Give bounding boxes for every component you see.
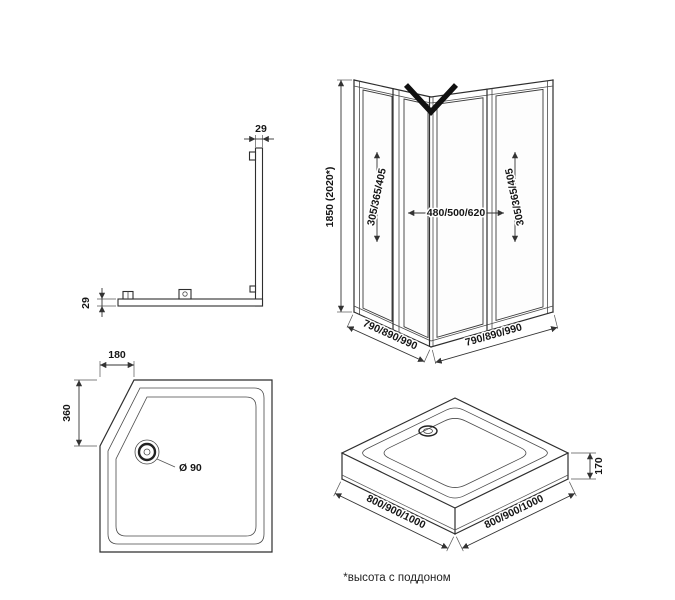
drain-iso-outer <box>418 425 438 437</box>
dim-door-opening: 480/500/620 <box>427 207 486 219</box>
right-sliding-door-glass <box>436 97 484 338</box>
tray-apron-line <box>341 474 456 531</box>
footnote-height-with-tray: *высота с поддоном <box>343 572 450 584</box>
dimension-line <box>461 492 576 549</box>
tray-apron-line <box>454 474 569 531</box>
tray-basin-edge <box>115 396 257 537</box>
right-fixed-glass-panel <box>495 88 544 321</box>
tray-top-view: Ø 90 180 360 <box>60 348 273 553</box>
dim-rail-height: 29 <box>80 297 92 309</box>
drain-outer-ring <box>134 439 160 465</box>
dimension-line <box>334 492 449 549</box>
dim-profile-width: 29 <box>255 123 267 135</box>
witness-line <box>346 314 354 328</box>
drain-iso-inner <box>423 428 433 434</box>
drain-ring <box>137 442 157 462</box>
profile-side-view: 29 29 <box>79 122 274 317</box>
dim-enclosure-height: 1850 (2020*) <box>324 167 336 228</box>
tray-iso-rim <box>362 407 548 499</box>
top-corner-connector <box>403 83 459 117</box>
witness-line <box>553 314 559 329</box>
roller-bracket <box>178 288 192 300</box>
roller-wheel <box>182 291 188 297</box>
wall-bracket-bottom <box>249 285 257 293</box>
enclosure-3d-view: 1850 (2020*) 305/365/405 480/500/620 305… <box>323 79 559 364</box>
drain-leader-line <box>156 458 176 468</box>
witness-line <box>431 349 437 364</box>
dimension-line <box>435 326 558 364</box>
dimension-line <box>347 326 425 363</box>
witness-line <box>446 536 455 552</box>
tray-iso-basin-edge <box>383 418 527 488</box>
dim-drain-diameter: Ø 90 <box>179 462 202 474</box>
vertical-wall-profile <box>254 147 264 307</box>
left-sliding-door-glass <box>403 98 429 339</box>
tray-rim <box>107 387 265 545</box>
tray-outer-edge <box>99 379 273 553</box>
witness-line <box>423 349 431 363</box>
witness-line <box>333 481 342 497</box>
wall-bracket-top <box>248 151 257 161</box>
witness-line <box>455 536 464 552</box>
drain-center <box>143 448 151 456</box>
tray-iso-view: 170 800/900/1000 800/900/1000 <box>333 397 607 552</box>
dim-tray-height: 170 <box>593 457 605 475</box>
bottom-rail-profile <box>117 298 264 307</box>
dim-chamfer-height: 360 <box>61 404 73 422</box>
dim-chamfer-width: 180 <box>108 349 126 361</box>
witness-line <box>568 481 577 497</box>
